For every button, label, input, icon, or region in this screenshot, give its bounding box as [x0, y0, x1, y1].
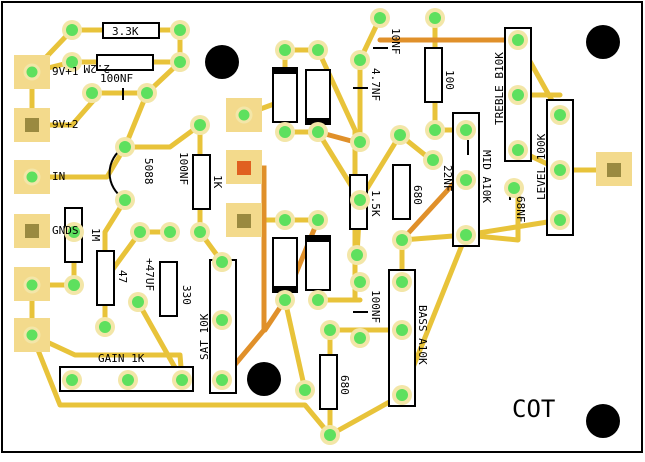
- pad-core: [216, 256, 228, 268]
- pad-core: [119, 194, 131, 206]
- mounting-hole-top-left: [205, 45, 239, 79]
- label-transistor: 5088: [142, 158, 155, 185]
- pad-core: [351, 249, 363, 261]
- mounting-hole-top-right: [586, 25, 620, 59]
- pad-core: [312, 294, 324, 306]
- label-c-47nf: 4.7NF: [369, 68, 382, 101]
- label-pot-level: LEVEL 100K: [535, 133, 548, 200]
- pad-core: [460, 229, 472, 241]
- label-r-680b: 680: [338, 375, 351, 395]
- pad-core: [396, 324, 408, 336]
- mounting-hole-bottom-right: [586, 404, 620, 438]
- label-c-100nf-a: 100NF: [100, 72, 133, 85]
- label-in: IN: [52, 170, 65, 183]
- label-9v2: 9V+2: [52, 118, 79, 131]
- label-pot-sat: SAT 10K: [198, 313, 211, 360]
- label-pot-mid: MID A10K: [480, 150, 493, 203]
- pad-core: [396, 276, 408, 288]
- pad-core: [312, 44, 324, 56]
- pad-core: [354, 194, 366, 206]
- label-c-22nf: 22NF: [441, 165, 454, 192]
- pad-core: [122, 374, 134, 386]
- label-9v1: 9V+1: [52, 65, 79, 78]
- pad-core: [460, 174, 472, 186]
- pad-core: [396, 234, 408, 246]
- pad-core: [512, 89, 524, 101]
- label-c-100nf-c: 100NF: [369, 290, 382, 323]
- mounting-hole-bottom-left: [247, 362, 281, 396]
- label-pot-treble: TREBLE B10K: [493, 52, 506, 125]
- pad-core: [119, 141, 131, 153]
- pad-core: [132, 296, 144, 308]
- pad-core: [354, 276, 366, 288]
- solder-pads: [62, 8, 570, 445]
- pad-core: [68, 226, 80, 238]
- pad-core: [374, 12, 386, 24]
- pad-core: [194, 119, 206, 131]
- pad-core: [134, 226, 146, 238]
- pad-core: [354, 332, 366, 344]
- pad-core: [86, 87, 98, 99]
- pad-core: [429, 124, 441, 136]
- pad-core: [279, 294, 291, 306]
- pad-core: [299, 384, 311, 396]
- pad-core: [508, 182, 520, 194]
- pad-core: [512, 34, 524, 46]
- label-r-22m: 2.2M: [83, 62, 110, 75]
- pad-core: [66, 24, 78, 36]
- diode-bands: [273, 68, 330, 292]
- label-c-68nf: 68NF: [514, 196, 527, 223]
- pad-core: [324, 324, 336, 336]
- pad-core: [279, 44, 291, 56]
- pad-core: [216, 374, 228, 386]
- pad-core: [512, 144, 524, 156]
- pad-core: [174, 24, 186, 36]
- pad-core: [554, 109, 566, 121]
- label-r-680a: 680: [411, 185, 424, 205]
- pad-core: [354, 136, 366, 148]
- label-r-330: 330: [180, 285, 193, 305]
- pad-core: [312, 126, 324, 138]
- connector-pads: [14, 55, 632, 352]
- label-pot-gain: GAIN 1K: [98, 352, 145, 365]
- pad-core: [216, 314, 228, 326]
- pad-core: [460, 124, 472, 136]
- pad-core: [279, 126, 291, 138]
- capacitor-marks: [122, 47, 511, 313]
- label-c-100nf-b: 100NF: [177, 152, 190, 185]
- pad-core: [427, 154, 439, 166]
- pad-core: [354, 54, 366, 66]
- pad-core: [194, 226, 206, 238]
- label-pot-bass: BASS A10K: [416, 305, 429, 365]
- label-gnd: GNDS: [52, 224, 79, 237]
- pad-core: [66, 374, 78, 386]
- pad-core: [66, 56, 78, 68]
- label-r-33k: 3.3K: [112, 25, 139, 38]
- pad-core: [279, 214, 291, 226]
- pad-core: [394, 129, 406, 141]
- board-title: COT: [512, 395, 555, 423]
- pad-core: [99, 321, 111, 333]
- label-r-47: 47: [116, 270, 129, 283]
- pad-core: [554, 164, 566, 176]
- pad-core: [141, 87, 153, 99]
- label-r-15k: 1.5K: [369, 190, 382, 217]
- pad-core: [554, 214, 566, 226]
- pad-core: [324, 429, 336, 441]
- label-r-1m: 1M: [89, 228, 102, 242]
- pad-core: [396, 389, 408, 401]
- label-r-1k: 1K: [211, 175, 224, 189]
- pad-core: [174, 56, 186, 68]
- pad-core: [312, 214, 324, 226]
- pad-core: [164, 226, 176, 238]
- pad-core: [68, 279, 80, 291]
- label-c-47uf: +47UF: [143, 258, 156, 291]
- pad-core: [429, 12, 441, 24]
- label-r-100: 100: [443, 70, 456, 90]
- label-c-10nf: 10NF: [389, 28, 402, 55]
- pad-core: [176, 374, 188, 386]
- board-labels: 9V+1 9V+2 IN GNDS 3.3K 2.2M 100NF 1M 47 …: [52, 25, 555, 423]
